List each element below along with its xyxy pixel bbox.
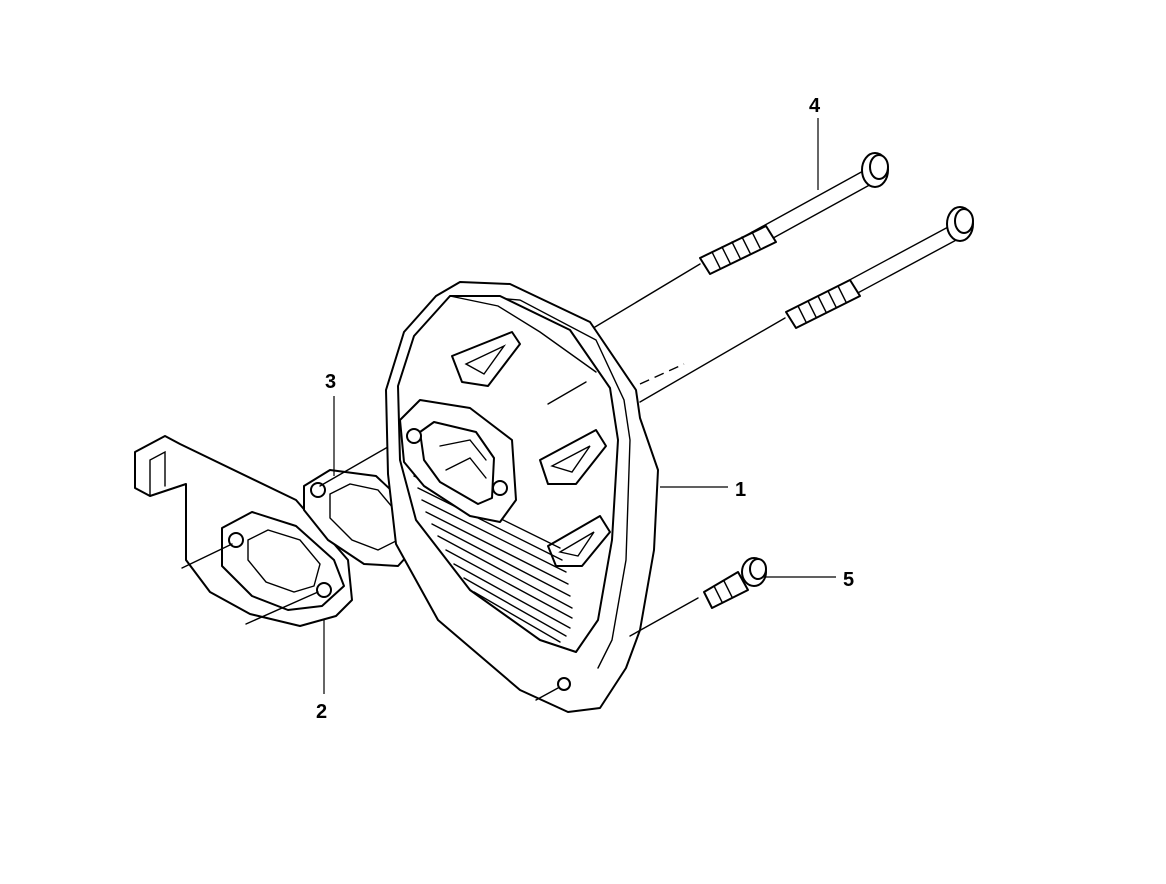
callout-4: 4 [809,95,821,117]
short-bolt [629,557,767,637]
callout-1: 1 [735,479,746,501]
long-bolt-lower [639,206,974,403]
callout-2: 2 [316,701,327,723]
leader-lines [323,118,836,694]
muffler [385,281,659,713]
callout-3: 3 [325,371,336,393]
callout-5: 5 [843,569,854,591]
gasket-lower [181,511,345,625]
long-bolt-upper [589,152,889,331]
